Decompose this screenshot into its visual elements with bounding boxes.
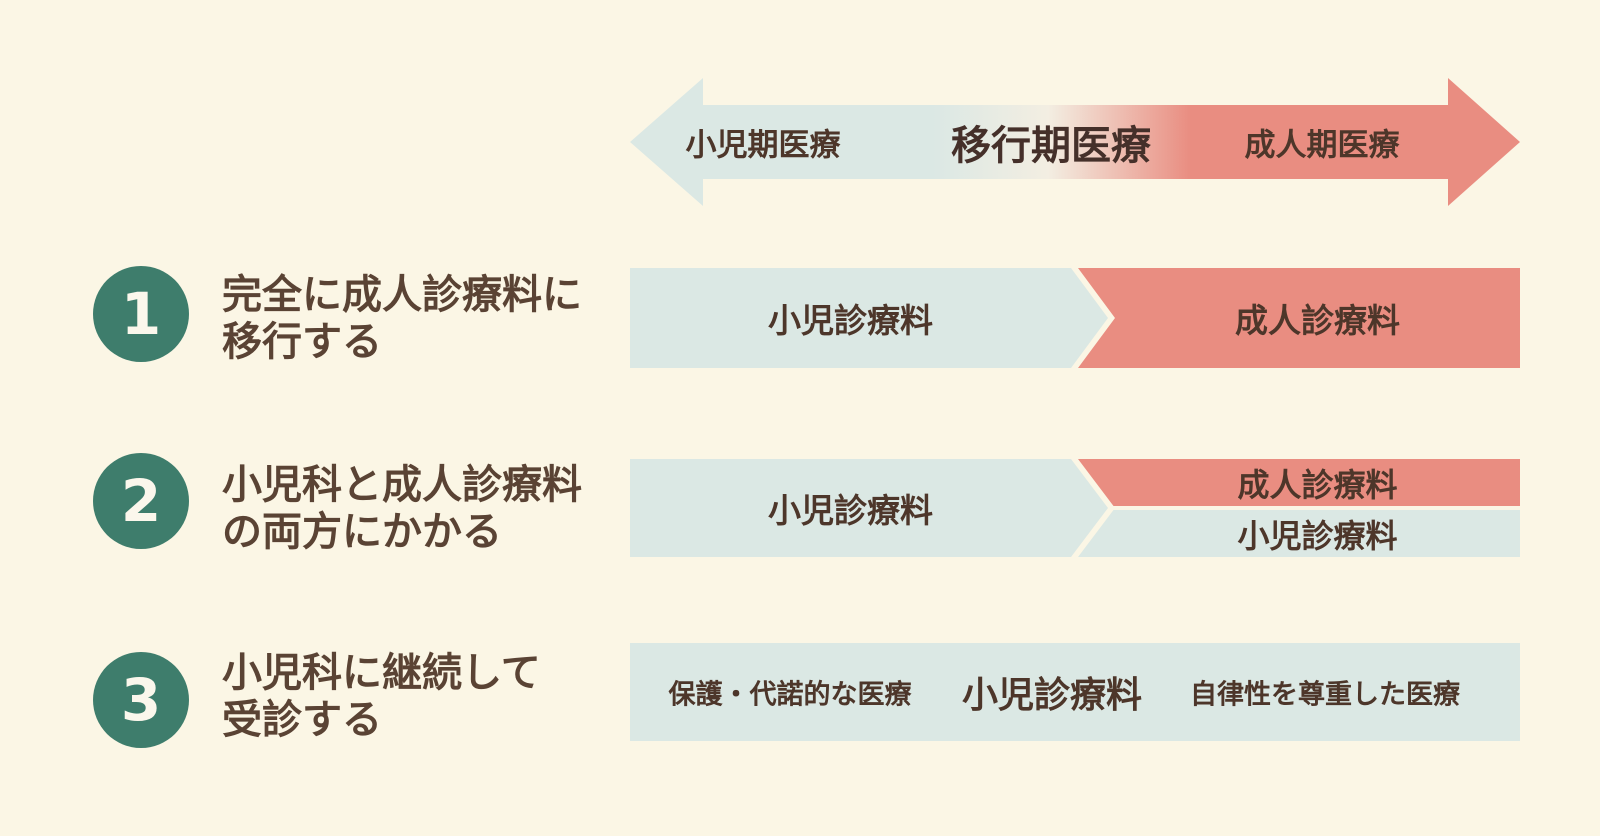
option-3-title: 小児科に継続して 受診する bbox=[222, 650, 541, 744]
option-1-pediatric-fee-segment: 小児診療料 bbox=[630, 268, 1108, 368]
arrow-label-transition-care: 移行期医療 bbox=[951, 123, 1151, 169]
option-3-pediatric-fee-label: 小児診療料 bbox=[961, 675, 1143, 716]
double-arrow-shape bbox=[630, 78, 1520, 206]
option-1-number-badge: 1 bbox=[93, 266, 189, 362]
option-2-adult-fee-subsegment: 成人診療料 bbox=[1078, 459, 1520, 506]
arrow-label-adult-care: 成人期医療 bbox=[1244, 127, 1400, 164]
option-1-title-line1: 完全に成人診療料に bbox=[222, 272, 582, 318]
option-1-adult-fee-segment: 成人診療料 bbox=[1078, 268, 1520, 368]
option-2-title-line1: 小児科と成人診療料 bbox=[222, 462, 582, 508]
option-2-number-badge: 2 bbox=[93, 453, 189, 549]
option-3-number-badge: 3 bbox=[93, 652, 189, 748]
option-2-pediatric-fee-subsegment: 小児診療料 bbox=[1078, 510, 1520, 557]
option-3-protective-care-label: 保護・代諾的な医療 bbox=[668, 679, 912, 711]
option-2-dual-fee-segment: 成人診療料 小児診療料 bbox=[1078, 459, 1520, 557]
option-1-title: 完全に成人診療料に 移行する bbox=[222, 272, 582, 366]
option-3-autonomy-care-label: 自律性を尊重した医療 bbox=[1190, 679, 1460, 711]
option-3-title-line1: 小児科に継続して bbox=[222, 650, 541, 696]
option-3-pediatric-continuation-bar: 保護・代諾的な医療 小児診療料 自律性を尊重した医療 bbox=[630, 643, 1520, 741]
option-2-title-line2: の両方にかかる bbox=[222, 509, 502, 555]
option-1-title-line2: 移行する bbox=[222, 319, 382, 365]
transition-phase-arrow: 小児期医療 移行期医療 成人期医療 bbox=[630, 78, 1520, 206]
option-3-title-line2: 受診する bbox=[222, 697, 382, 743]
arrow-label-pediatric-care: 小児期医療 bbox=[685, 127, 841, 164]
option-2-pediatric-fee-segment: 小児診療料 bbox=[630, 459, 1108, 557]
option-2-title: 小児科と成人診療料 の両方にかかる bbox=[222, 462, 582, 556]
